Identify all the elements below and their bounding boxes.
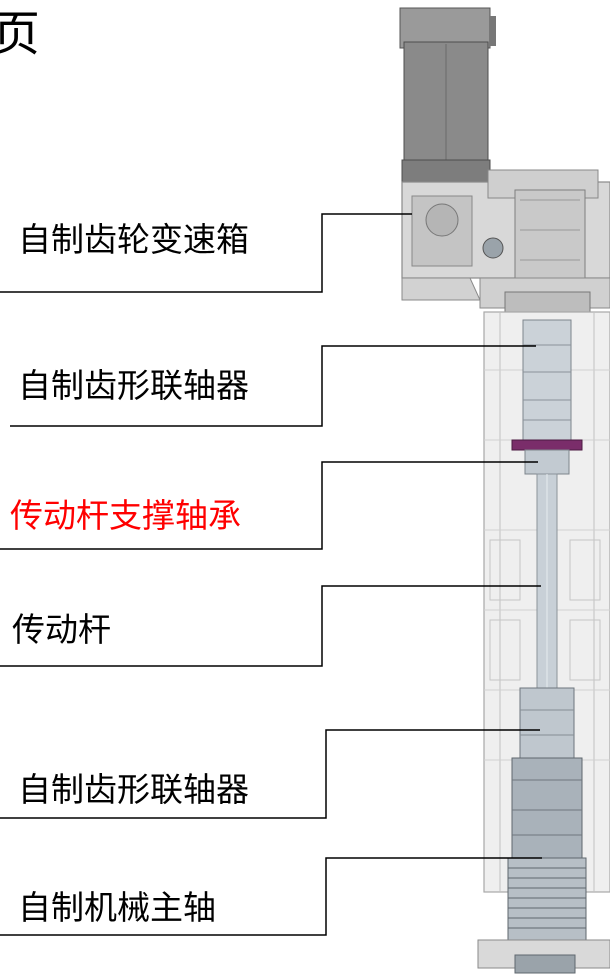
callout-drive-shaft: 传动杆 [12, 610, 111, 649]
leader-line-upper-coupling [10, 345, 536, 427]
upper-gear-coupling [522, 319, 572, 441]
leader-line-shaft [0, 585, 541, 667]
callout-mechanical-spindle: 自制机械主轴 [18, 888, 216, 927]
leader-line-bearing [0, 461, 538, 550]
callout-support-bearing: 传动杆支撑轴承 [10, 496, 241, 535]
support-bearing [511, 439, 583, 475]
callout-gearbox: 自制齿轮变速箱 [18, 220, 249, 259]
callout-lower-coupling: 自制齿形联轴器 [18, 770, 249, 809]
drive-shaft [536, 473, 558, 689]
callout-upper-coupling: 自制齿形联轴器 [18, 366, 249, 405]
leader-line-spindle [0, 857, 542, 936]
leader-lines [0, 213, 542, 936]
leader-line-gearbox [0, 213, 412, 293]
motor [399, 7, 496, 183]
gearbox [401, 169, 610, 313]
leader-line-lower-coupling [0, 729, 540, 819]
corner-title-fragment: 页 [0, 6, 41, 62]
lower-gear-coupling [519, 687, 575, 759]
mechanical-spindle [477, 757, 610, 974]
